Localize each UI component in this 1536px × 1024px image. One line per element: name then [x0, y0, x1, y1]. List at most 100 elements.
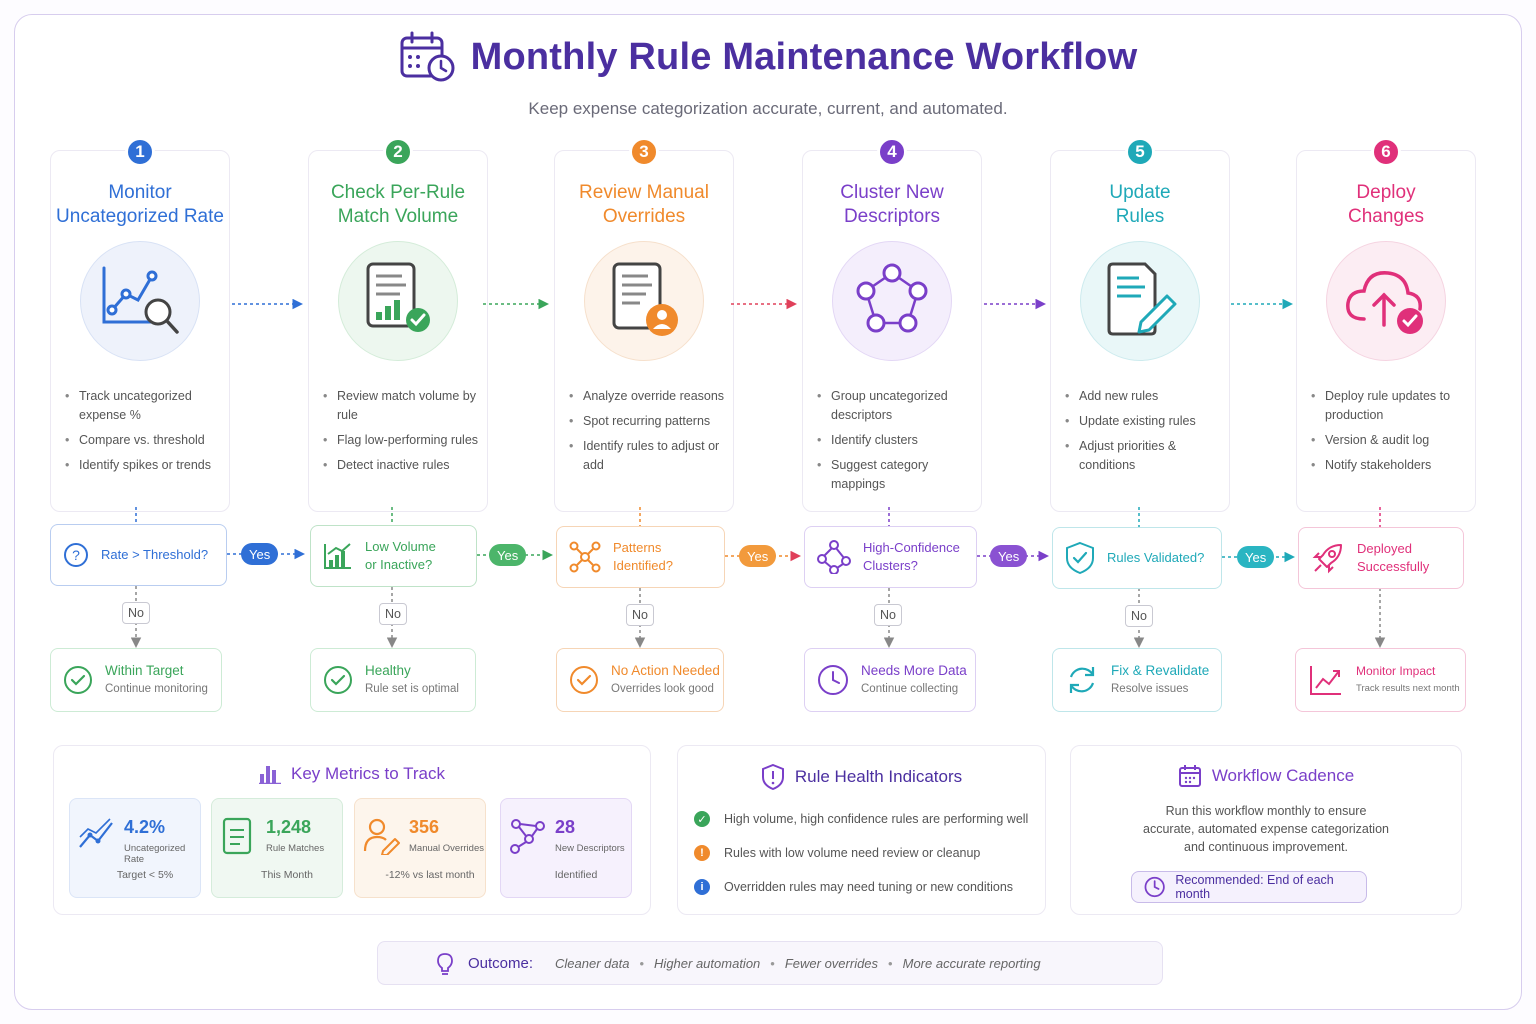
- decision-line1: Rate > Threshold?: [101, 547, 209, 562]
- cadence-line: Run this workflow monthly to ensure: [1165, 804, 1367, 818]
- step-title: Cluster New Descriptors: [803, 181, 981, 229]
- outcome-item: Higher automation: [654, 955, 761, 971]
- check-circle-icon: [64, 666, 92, 694]
- metric-card-rule-matches: 1,248 Rule Matches This Month: [211, 798, 343, 898]
- metric-sub: -12% vs last month: [385, 869, 475, 881]
- panel-title: Rule Health Indicators: [678, 764, 1045, 790]
- step-title-line1: Check Per-Rule: [330, 182, 466, 203]
- step-bullet: Detect inactive rules: [323, 456, 479, 475]
- chart-growth-icon: [324, 543, 351, 569]
- user-edit-icon: [363, 818, 400, 855]
- step-title-line2: Descriptors: [843, 206, 941, 227]
- metric-card-uncategorized: 4.2% Uncategorized Rate Target < 5%: [69, 798, 201, 898]
- key-metrics-panel: Key Metrics to Track 4.2% Uncategorized …: [53, 745, 651, 915]
- header: Monthly Rule Maintenance Workflow Keep e…: [0, 30, 1536, 119]
- step-bullet: Review match volume by rule: [323, 387, 479, 425]
- step-title-line1: Cluster New: [840, 182, 944, 203]
- step-number-badge: 6: [1371, 137, 1401, 167]
- yes-label: Yes: [1237, 546, 1275, 568]
- step-card-3: 3 Review Manual Overrides Analyze overri…: [554, 137, 734, 512]
- decision-box-1: ? Rate > Threshold?: [50, 524, 227, 586]
- step-title: Update Rules: [1051, 181, 1229, 229]
- no-label: No: [1125, 605, 1153, 627]
- decision-line1: Patterns: [613, 540, 662, 555]
- step-title: Monitor Uncategorized Rate: [51, 181, 229, 229]
- decision-line1: Deployed: [1357, 541, 1412, 556]
- step-bullet-list: Add new rules Update existing rules Adju…: [1065, 387, 1221, 481]
- refresh-icon: [1069, 667, 1095, 693]
- metric-sub: Identified: [554, 869, 598, 881]
- step-number-badge: 4: [877, 137, 907, 167]
- step-bullet-list: Review match volume by rule Flag low-per…: [323, 387, 479, 481]
- outcome-bar: Outcome: Cleaner data • Higher automatio…: [377, 941, 1163, 985]
- result-desc: Track results next month: [1356, 683, 1460, 694]
- separator-dot: •: [770, 955, 775, 971]
- health-list: ✓High volume, high confidence rules are …: [694, 802, 1028, 904]
- metric-value: 28: [555, 817, 576, 837]
- step-icon-circle: [1080, 241, 1200, 361]
- health-item: ✓High volume, high confidence rules are …: [694, 802, 1028, 836]
- step-number-badge: 1: [125, 137, 155, 167]
- step-card-6: 6 Deploy Changes Deploy rule updates to …: [1296, 137, 1476, 512]
- metric-sub: This Month: [261, 869, 313, 881]
- document-edit-icon: [1107, 262, 1177, 336]
- svg-text:?: ?: [72, 547, 80, 563]
- health-item: !Rules with low volume need review or cl…: [694, 836, 1028, 870]
- outcome-item: More accurate reporting: [902, 955, 1041, 971]
- step-title-line1: Update: [1109, 182, 1171, 203]
- metric-label: New Descriptors: [555, 843, 625, 854]
- step-bullet: Compare vs. threshold: [65, 431, 221, 450]
- trend-line-icon: [79, 818, 113, 848]
- panel-title: Workflow Cadence: [1071, 764, 1461, 788]
- outcome-label: Outcome:: [468, 954, 534, 972]
- separator-dot: •: [639, 955, 645, 971]
- decision-text: Rate > Threshold?: [101, 546, 208, 564]
- cadence-line: accurate, automated expense categorizati…: [1143, 822, 1389, 836]
- metric-label: Uncategorized Rate: [124, 843, 186, 865]
- no-label: No: [122, 602, 150, 624]
- step-icon-circle: [80, 241, 200, 361]
- panel-title-text: Rule Health Indicators: [794, 767, 963, 786]
- step-bullet: Notify stakeholders: [1311, 456, 1467, 475]
- step-bullet: Add new rules: [1065, 387, 1221, 406]
- document-list-icon: [222, 817, 252, 855]
- decision-line1: Rules Validated?: [1107, 550, 1205, 565]
- health-item-text: Rules with low volume need review or cle…: [724, 846, 981, 860]
- metric-value: 356: [409, 817, 440, 837]
- clock-icon: [818, 665, 848, 695]
- metric-sub: Target < 5%: [116, 869, 174, 881]
- step-icon-circle: [584, 241, 704, 361]
- step-bullet: Group uncategorized descriptors: [817, 387, 973, 425]
- check-circle-icon: [570, 666, 598, 694]
- workflow-cadence-panel: Workflow Cadence Run this workflow month…: [1070, 745, 1462, 915]
- clock-icon: [1144, 876, 1165, 898]
- step-bullet-list: Track uncategorized expense % Compare vs…: [65, 387, 221, 481]
- cadence-line: and continuous improvement.: [1184, 840, 1348, 854]
- cluster-icon: [856, 263, 928, 333]
- health-item-text: Overridden rules may need tuning or new …: [724, 880, 1014, 894]
- no-label: No: [626, 604, 654, 626]
- result-title: Needs More Data: [861, 663, 967, 678]
- network-icon: [817, 540, 851, 574]
- panel-title-text: Key Metrics to Track: [291, 764, 445, 783]
- step-icon-circle: [1326, 241, 1446, 361]
- step-bullet-list: Group uncategorized descriptors Identify…: [817, 387, 973, 500]
- metric-value: 1,248: [266, 817, 312, 837]
- document-user-icon: [612, 262, 678, 336]
- decision-line1: Low Volume: [365, 539, 436, 554]
- result-desc: Overrides look good: [611, 683, 714, 695]
- info-icon: i: [694, 879, 710, 895]
- result-title: Monitor Impact: [1356, 664, 1436, 678]
- step-title-line1: Monitor: [108, 182, 172, 203]
- question-circle-icon: ?: [64, 543, 88, 567]
- step-bullet: Version & audit log: [1311, 431, 1467, 450]
- metric-label: Rule Matches: [266, 843, 325, 854]
